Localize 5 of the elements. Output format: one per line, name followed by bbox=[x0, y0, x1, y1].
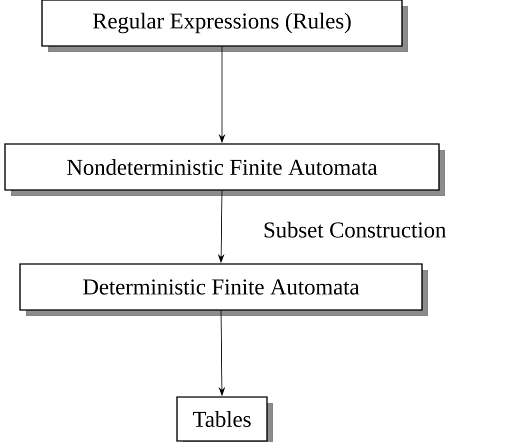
process-box: Tables bbox=[176, 396, 273, 442]
process-box: Regular Expressions (Rules) bbox=[41, 0, 408, 52]
edge-label: Subset Construction bbox=[264, 222, 446, 238]
process-box: Nondeterministic Finite Automata bbox=[4, 143, 445, 196]
process-box: Deterministic Finite Automata bbox=[19, 263, 428, 316]
